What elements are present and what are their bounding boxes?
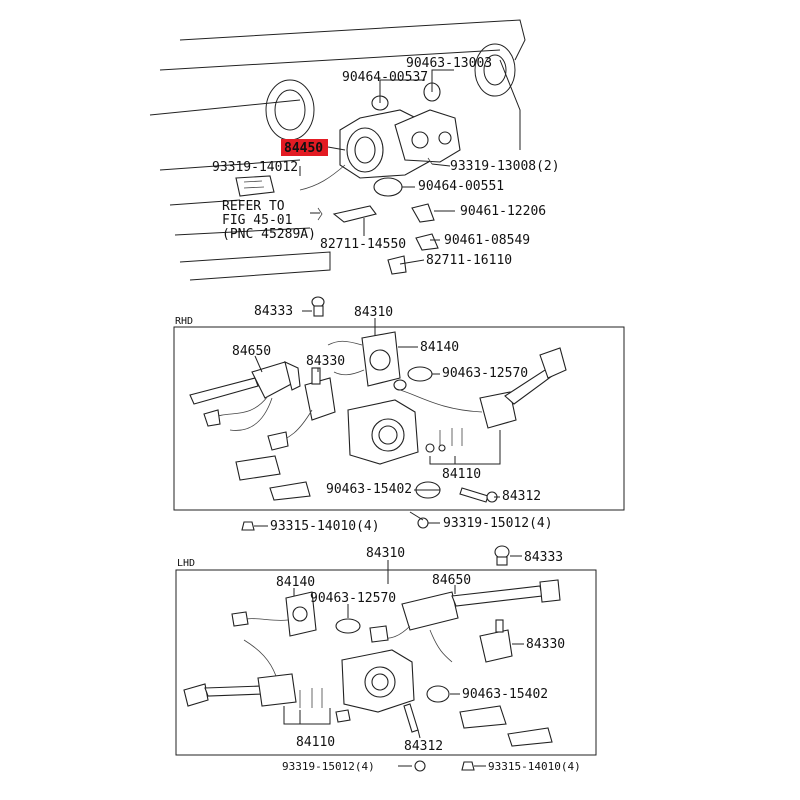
rhd-leader-lines [254,310,501,527]
label-93319-14012[interactable]: 93319-14012 [212,160,298,175]
refer-line-3: (PNC 45289A) [222,227,316,242]
dashboard-assembly-drawing [149,19,526,281]
label-90464-00551[interactable]: 90464-00551 [418,179,504,194]
lhd-label-84312[interactable]: 84312 [404,739,443,754]
lhd-label-84330[interactable]: 84330 [526,637,565,652]
lhd-leader-lines [283,555,524,767]
rhd-label-84330[interactable]: 84330 [306,354,345,369]
rhd-label-84310[interactable]: 84310 [354,305,393,320]
lhd-label-93319-15012[interactable]: 93319-15012(4) [282,760,375,773]
label-90463-13003[interactable]: 90463-13003 [406,56,492,71]
highlight-box [281,139,328,156]
rhd-label-84650[interactable]: 84650 [232,344,271,359]
rhd-label-84333[interactable]: 84333 [254,304,293,319]
highlighted-part-number[interactable]: 84450 [284,141,323,156]
top-leader-lines [299,69,455,265]
lhd-label-84310[interactable]: 84310 [366,546,405,561]
rhd-label-93315-14010[interactable]: 93315-14010(4) [270,519,380,534]
lhd-label-93315-14010[interactable]: 93315-14010(4) [488,760,581,773]
lhd-section: LHD [175,545,597,772]
lhd-label-90463-15402[interactable]: 90463-15402 [462,687,548,702]
rhd-section-label: RHD [175,316,193,327]
lhd-label-84140[interactable]: 84140 [276,575,315,590]
label-90461-08549[interactable]: 90461-08549 [444,233,530,248]
refer-line-2: FIG 45-01 [222,213,292,228]
label-82711-14550[interactable]: 82711-14550 [320,237,406,252]
lhd-label-84110[interactable]: 84110 [296,735,335,750]
label-90461-12206[interactable]: 90461-12206 [460,204,546,219]
rhd-label-84110[interactable]: 84110 [442,467,481,482]
refer-line-1: REFER TO [222,199,285,214]
rhd-label-84140[interactable]: 84140 [420,340,459,355]
rhd-label-93319-15012[interactable]: 93319-15012(4) [443,516,553,531]
label-82711-16110[interactable]: 82711-16110 [426,253,512,268]
label-93319-13008[interactable]: 93319-13008(2) [450,159,560,174]
rhd-label-90463-12570[interactable]: 90463-12570 [442,366,528,381]
rhd-label-84312[interactable]: 84312 [502,489,541,504]
rhd-label-90463-15402[interactable]: 90463-15402 [326,482,412,497]
lhd-label-90463-12570[interactable]: 90463-12570 [310,591,396,606]
lhd-section-label: LHD [177,558,195,569]
lhd-label-84650[interactable]: 84650 [432,573,471,588]
lhd-label-84333[interactable]: 84333 [524,550,563,565]
label-90464-00537[interactable]: 90464-00537 [342,70,428,85]
